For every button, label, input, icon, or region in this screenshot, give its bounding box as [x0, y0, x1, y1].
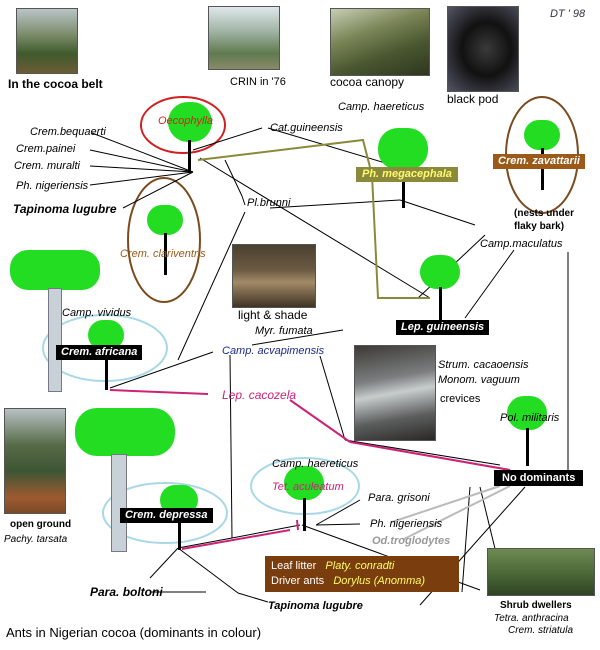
- tree-camp-haereticus: [378, 128, 428, 208]
- label-crem-bequaerti: Crem.bequaerti: [30, 126, 106, 138]
- tree-lep-guineensis: [420, 255, 460, 320]
- label-tapinoma-top: Tapinoma lugubre: [13, 202, 117, 216]
- label-lep-guineensis: Lep. guineensis: [396, 320, 490, 335]
- label-dorylus: Dorylus (Anomma): [333, 575, 426, 587]
- photo-open-ground: [4, 408, 66, 514]
- label-driver-ants: Driver ants: [271, 575, 325, 587]
- label-cat-guineensis: Cat.guineensis: [270, 122, 343, 134]
- photo-canopy: [330, 8, 430, 76]
- caption-light-shade: light & shade: [238, 308, 308, 322]
- label-ph-megacephala: Ph. megacephala: [356, 167, 458, 182]
- oval-depressa: [102, 482, 228, 544]
- tree-tall-left: [10, 250, 100, 392]
- label-crem-striatula: Crem. striatula: [508, 625, 574, 636]
- label-tetra: Tetra. anthracina: [494, 613, 569, 624]
- label-camp-acvapimensis: Camp. acvapimensis: [222, 345, 325, 357]
- photo-crevices: [354, 345, 436, 441]
- label-pl-brunni: Pl.brunni: [247, 197, 291, 209]
- label-monom: Monom. vaguum: [438, 374, 520, 386]
- photo-black-pod: [447, 6, 519, 92]
- oval-oecophylla: [140, 96, 226, 154]
- oval-clariventris: [127, 177, 201, 303]
- tree-zavattarii: [524, 120, 560, 190]
- label-camp-haereticus-bottom: Camp. haereticus: [272, 458, 359, 470]
- label-crem-zavattarii: Crem. zavattarii: [493, 154, 585, 169]
- label-para-boltoni: Para. boltoni: [90, 585, 163, 599]
- tree-pol-militaris: [507, 396, 547, 466]
- caption-canopy: cocoa canopy: [330, 75, 405, 89]
- label-camp-haereticus-top: Camp. haereticus: [338, 101, 425, 113]
- label-crem-depressa: Crem. depressa: [120, 508, 213, 523]
- label-oecophylla: Oecophylla: [158, 115, 214, 127]
- label-ph-nigeriensis-top: Ph. nigeriensis: [16, 180, 89, 192]
- page-caption: Ants in Nigerian cocoa (dominants in col…: [6, 625, 262, 640]
- label-crem-clariventris: Crem. clariventris: [120, 248, 206, 260]
- label-para-grisoni: Para. grisoni: [368, 492, 430, 504]
- label-leaf-litter: Leaf litter: [271, 560, 317, 572]
- tree-tall-bottom: [75, 408, 175, 552]
- label-lep-cacozela: Lep. cacozela: [222, 388, 297, 402]
- label-strum: Strum. cacaoensis: [438, 359, 529, 371]
- label-no-dominants: No dominants: [494, 470, 584, 486]
- pink-lines: [109, 389, 511, 550]
- label-tapinoma-bottom: Tapinoma lugubre: [268, 600, 363, 612]
- photo-cocoa-belt: [16, 8, 78, 74]
- label-crem-painei: Crem.painei: [16, 143, 76, 155]
- grey-lines: [391, 485, 511, 540]
- signature: DT ' 98: [550, 8, 586, 20]
- leaf-litter-box: Leaf litter Platy. conradti Driver ants …: [265, 556, 459, 592]
- label-camp-maculatus: Camp.maculatus: [480, 238, 563, 250]
- label-nests-note: (nests under flaky bark): [514, 208, 575, 232]
- label-myr-fumata: Myr. fumata: [255, 325, 313, 337]
- caption-crevices: crevices: [440, 393, 481, 405]
- tree-clariventris: [147, 205, 183, 275]
- caption-shrub: Shrub dwellers: [500, 600, 572, 611]
- caption-black-pod: black pod: [447, 92, 499, 106]
- label-platy: Platy. conradti: [325, 560, 395, 572]
- label-pachy: Pachy. tarsata: [4, 534, 68, 545]
- label-tet-aculeatum: Tet. aculeatum: [272, 481, 344, 493]
- label-ph-nigeriensis-bottom: Ph. nigeriensis: [370, 518, 443, 530]
- photo-light-shade: [232, 244, 316, 308]
- caption-open-ground: open ground: [10, 519, 72, 530]
- label-camp-vividus: Camp. vividus: [62, 307, 132, 319]
- tree-aculeatum: [284, 466, 324, 531]
- photo-shrub: [487, 548, 595, 596]
- label-crem-muralti: Crem. muralti: [14, 160, 81, 172]
- tree-oecophylla: [168, 102, 212, 172]
- caption-crin: CRIN in '76: [230, 76, 286, 88]
- caption-cocoa-belt: In the cocoa belt: [8, 77, 103, 91]
- label-pol-militaris: Pol. militaris: [500, 412, 560, 424]
- label-od-troglodytes: Od.troglodytes: [372, 535, 451, 547]
- photo-crin: [208, 6, 280, 70]
- label-crem-africana: Crem. africana: [56, 345, 143, 360]
